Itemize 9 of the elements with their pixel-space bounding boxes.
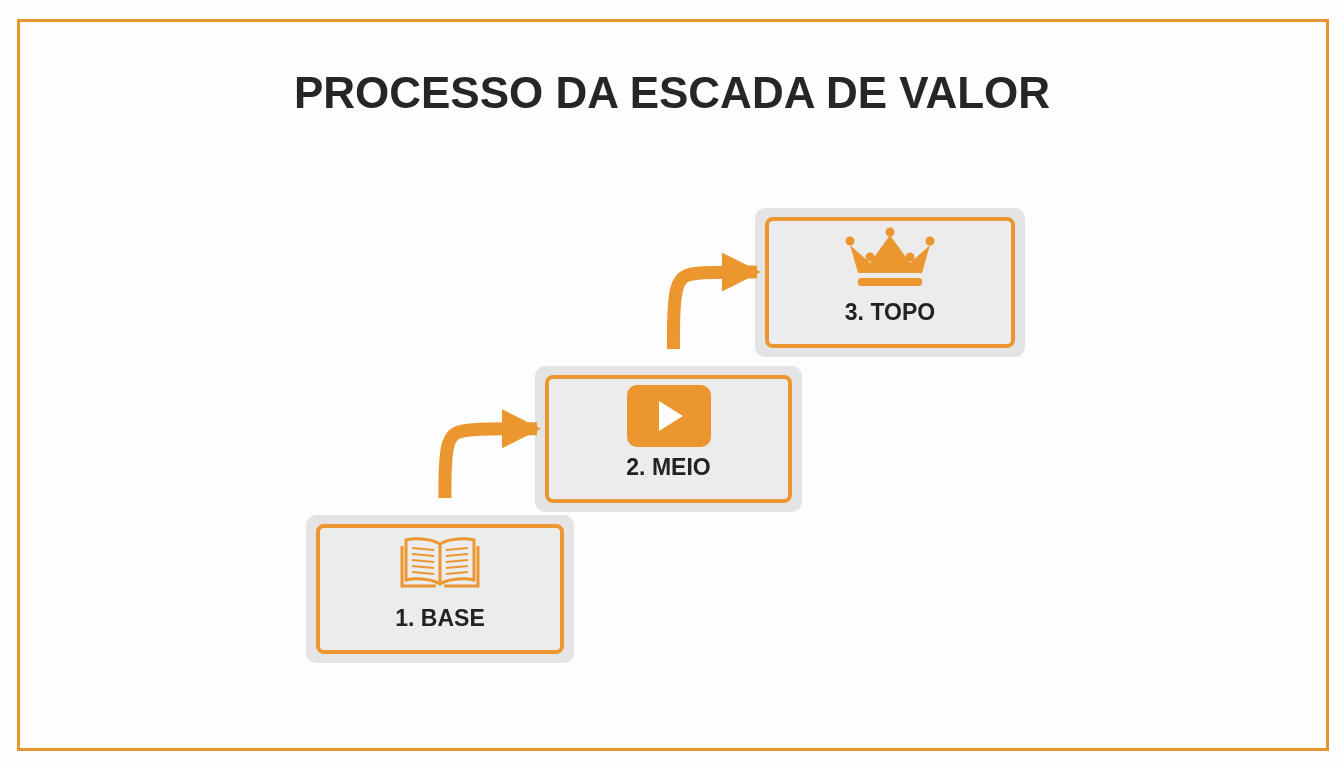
diagram-title: PROCESSO DA ESCADA DE VALOR (292, 68, 1052, 118)
step-label: 1. BASE (394, 605, 486, 632)
curved-arrow (438, 409, 541, 498)
step-box (765, 217, 1015, 348)
step-label: 3. TOPO (843, 299, 937, 326)
curved-arrow (666, 252, 761, 349)
step-box (316, 524, 564, 654)
step-box (545, 375, 792, 503)
step-label: 2. MEIO (625, 454, 712, 481)
